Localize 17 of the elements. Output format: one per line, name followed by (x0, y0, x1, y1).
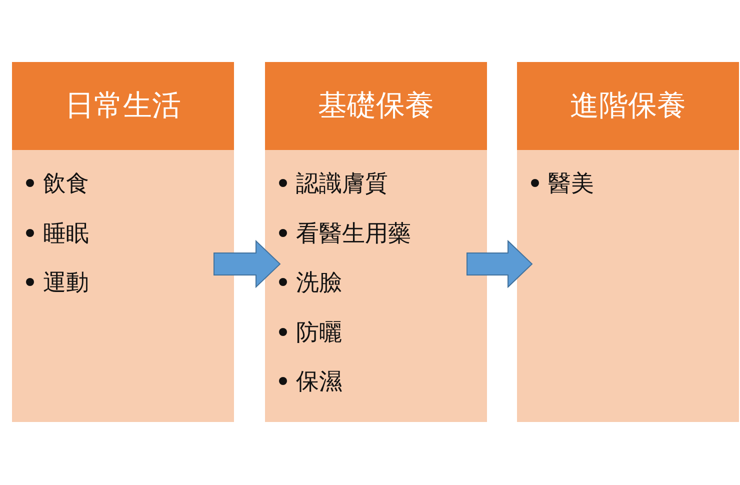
column-box (12, 62, 234, 422)
list-item: 保濕 (296, 367, 342, 396)
list-item: 運動 (43, 268, 89, 297)
list-item: 看醫生用藥 (296, 218, 411, 248)
column-box (265, 62, 487, 422)
list-item: 睡眠 (43, 218, 89, 248)
column-header: 進階保養 (517, 62, 739, 150)
list-item: 醫美 (548, 169, 594, 198)
list-item: 飲食 (43, 169, 89, 198)
column-header: 基礎保養 (265, 62, 487, 150)
column-header: 日常生活 (12, 62, 234, 150)
column-box (517, 62, 739, 422)
list-item: 認識膚質 (296, 169, 388, 198)
list-item: 防曬 (296, 318, 342, 346)
arrow (466, 240, 533, 288)
arrow (214, 240, 281, 288)
list-item: 洗臉 (296, 268, 342, 297)
